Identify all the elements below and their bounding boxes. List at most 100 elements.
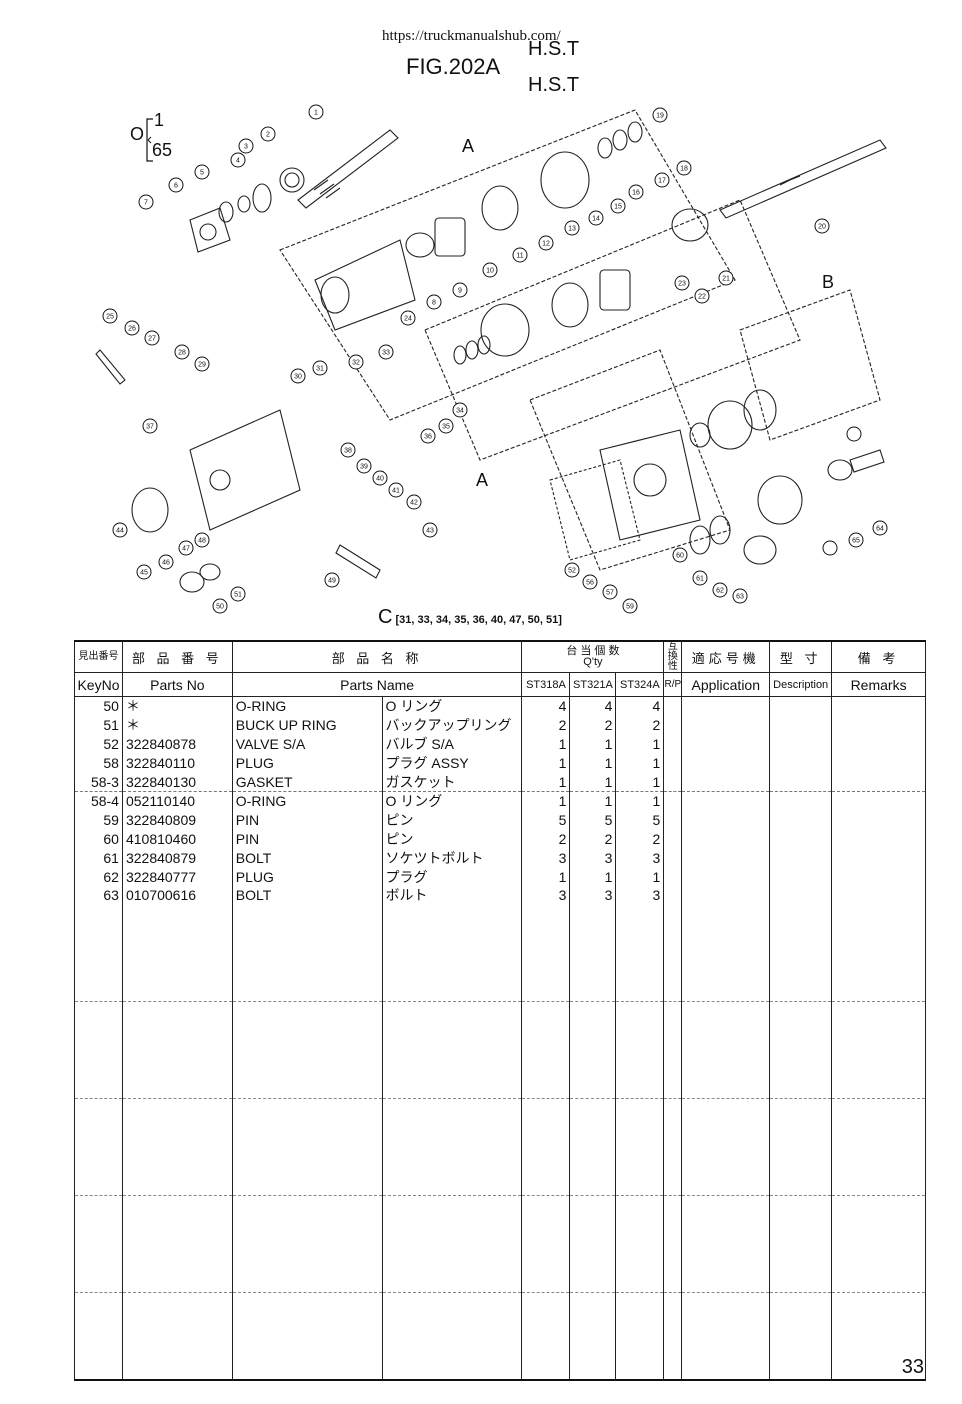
- diagram-label-a-top: A: [462, 136, 474, 156]
- callout-number: 23: [678, 281, 686, 288]
- key-no: 58-4: [74, 790, 123, 811]
- part-name-en: BOLT: [231, 885, 383, 905]
- qty-st318a: 3: [521, 848, 571, 868]
- qty-marker: O: [130, 124, 145, 144]
- remarks-cell: [831, 753, 926, 773]
- qty-st318a: 1: [521, 753, 571, 773]
- application-cell: [681, 885, 771, 905]
- description-cell: [769, 848, 833, 868]
- section-title: H.S.T: [528, 74, 580, 96]
- section-title-top: H.S.T: [528, 38, 580, 60]
- callout-number: 50: [216, 604, 224, 611]
- source-url: https://truckmanualshub.com/: [382, 28, 561, 44]
- header-application: Application: [681, 672, 771, 697]
- header-description-jp: 型 寸: [769, 640, 833, 673]
- callout-number: 4: [236, 158, 240, 165]
- header-qty-jp: 台 当 個 数 Q'ty: [521, 640, 665, 673]
- header-partsno: Parts No: [121, 672, 233, 697]
- callout-number: 3: [244, 144, 248, 151]
- header-remarks-jp: 備 考: [831, 640, 926, 673]
- qty-st321a: 2: [569, 715, 617, 735]
- callout-number: 12: [542, 241, 550, 248]
- part-name-en: PLUG: [231, 753, 383, 773]
- rp-cell: [663, 715, 683, 735]
- callout-number: 11: [516, 253, 523, 260]
- description-cell: [769, 753, 833, 773]
- callout-number: 51: [234, 592, 242, 599]
- key-no: 51: [74, 715, 123, 735]
- part-name-jp: ガスケット: [381, 772, 523, 792]
- callout-number: 43: [426, 528, 434, 535]
- part-number: 052110140: [121, 790, 233, 811]
- part-number: ＊: [121, 696, 233, 716]
- rp-cell: [663, 848, 683, 868]
- description-cell: [769, 696, 833, 716]
- header-description: Description: [769, 672, 833, 697]
- qty-st318a: 3: [521, 885, 571, 905]
- qty-st321a: 3: [569, 885, 617, 905]
- callout-number: 61: [696, 576, 704, 583]
- header-row-jp: 見出番号 部 品 番 号 部 品 名 称 台 当 個 数 Q'ty 互換性 適応…: [74, 640, 926, 673]
- callout-number: 28: [178, 350, 186, 357]
- qty-st324a: 1: [615, 753, 665, 773]
- callout-number: 34: [456, 408, 464, 415]
- callout-number: 8: [432, 300, 436, 307]
- part-number: 322840878: [121, 734, 233, 754]
- header-model-st318a: ST318A: [521, 672, 571, 697]
- header-row-en: KeyNo Parts No Parts Name ST318A ST321A …: [74, 672, 926, 697]
- callout-number: 48: [198, 538, 206, 545]
- key-no: 63: [74, 885, 123, 905]
- callout-number: 2: [266, 132, 270, 139]
- diagram-label-c: C: [378, 606, 393, 628]
- callout-number: 13: [568, 226, 576, 233]
- description-cell: [769, 734, 833, 754]
- key-no: 59: [74, 810, 123, 830]
- description-cell: [769, 790, 833, 811]
- qty-st318a: 5: [521, 810, 571, 830]
- application-cell: [681, 848, 771, 868]
- application-cell: [681, 696, 771, 716]
- part-name-jp: ピン: [381, 810, 523, 830]
- header-partsno-jp: 部 品 番 号: [121, 640, 233, 673]
- application-cell: [681, 772, 771, 792]
- key-no: 52: [74, 734, 123, 754]
- part-name-en: O-RING: [231, 696, 383, 716]
- parts-table: 見出番号 部 品 番 号 部 品 名 称 台 当 個 数 Q'ty 互換性 適応…: [74, 640, 926, 1381]
- qty-st318a: 2: [521, 715, 571, 735]
- part-number: 322840879: [121, 848, 233, 868]
- callout-number: 41: [392, 488, 400, 495]
- qty-st324a: 1: [615, 867, 665, 886]
- table-spacer: [74, 1098, 926, 1196]
- part-name-en: BUCK UP RING: [231, 715, 383, 735]
- part-number: 010700616: [121, 885, 233, 905]
- callout-number: 39: [360, 464, 368, 471]
- remarks-cell: [831, 734, 926, 754]
- rp-cell: [663, 772, 683, 792]
- qty-st321a: 1: [569, 790, 617, 811]
- page-number: 33: [901, 1356, 924, 1378]
- header-qty-jp-text: 台 当 個 数: [566, 645, 620, 657]
- callout-number: 15: [614, 204, 622, 211]
- part-number: 322840809: [121, 810, 233, 830]
- callout-number: 7: [144, 200, 148, 207]
- qty-st321a: 2: [569, 829, 617, 849]
- description-cell: [769, 867, 833, 886]
- callout-number: 38: [344, 448, 352, 455]
- header-qty-en: Q'ty: [583, 656, 603, 668]
- callout-number: 63: [736, 594, 744, 601]
- key-no: 50: [74, 696, 123, 716]
- diagram-note-c: C [31, 33, 34, 35, 36, 40, 47, 50, 51]: [378, 606, 562, 629]
- part-name-en: PIN: [231, 810, 383, 830]
- callout-number: 25: [106, 314, 114, 321]
- callout-number: 45: [140, 570, 148, 577]
- callout-number: 21: [722, 276, 730, 283]
- qty-st318a: 1: [521, 772, 571, 792]
- key-no: 58: [74, 753, 123, 773]
- qty-st324a: 1: [615, 772, 665, 792]
- remarks-cell: [831, 885, 926, 905]
- part-name-en: PLUG: [231, 867, 383, 886]
- application-cell: [681, 810, 771, 830]
- callout-number: 19: [656, 113, 664, 120]
